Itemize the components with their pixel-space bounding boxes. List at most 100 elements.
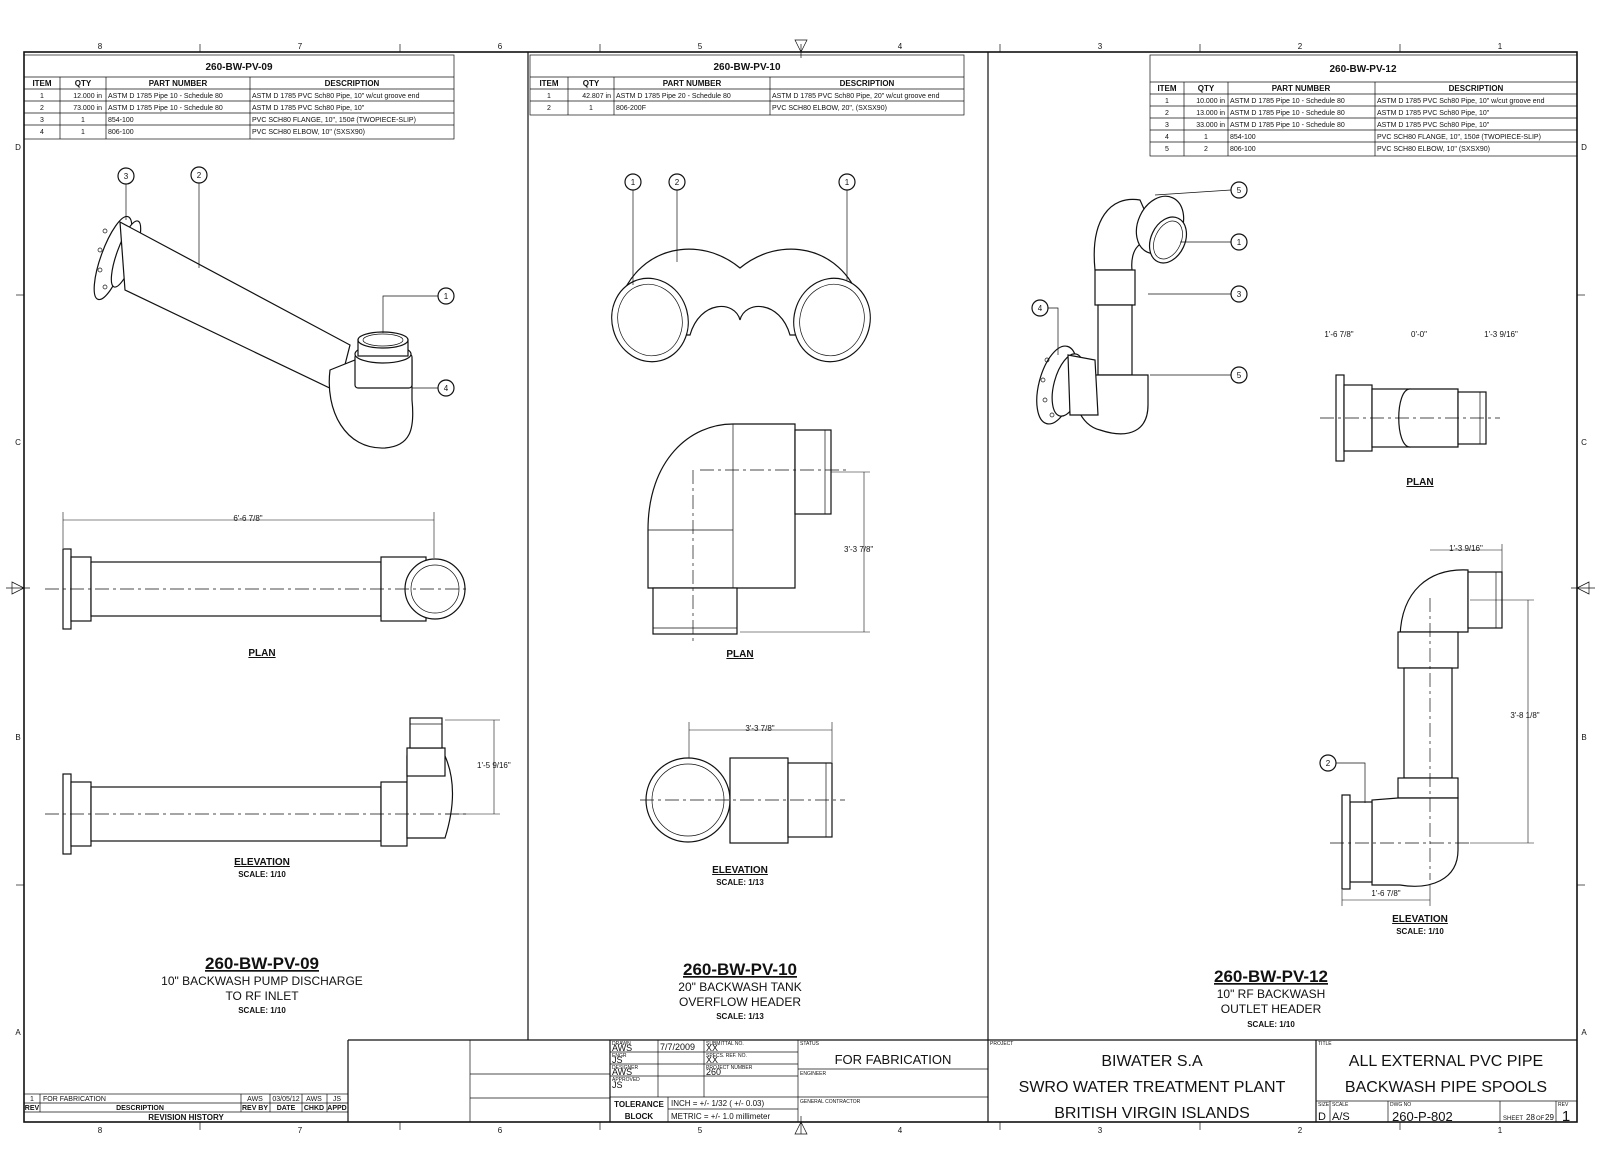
tb-value: 7/7/2009 bbox=[660, 1042, 695, 1052]
bom-cell: 10.000 in bbox=[1196, 98, 1225, 105]
col-label: 7 bbox=[298, 1126, 303, 1135]
tb-value: XX bbox=[706, 1055, 718, 1065]
tb-label: REV bbox=[1558, 1102, 1569, 1108]
view-label: ELEVATION bbox=[234, 857, 290, 868]
row-label: D bbox=[15, 143, 21, 152]
bom-cell: 3 bbox=[1165, 122, 1169, 129]
bom-header-part: PART NUMBER bbox=[149, 79, 208, 88]
title-block: DRAWN AWS 7/7/2009 ENGR JS DESIGNER AWS … bbox=[347, 1039, 1577, 1125]
spool-scale: SCALE: 1/10 bbox=[1247, 1020, 1295, 1029]
project-line: SWRO WATER TREATMENT PLANT bbox=[1019, 1079, 1286, 1096]
pv09-plan-view: 6'-6 7/8" PLAN bbox=[45, 512, 470, 659]
tb-label: SCALE bbox=[1332, 1102, 1349, 1108]
project-line: BRITISH VIRGIN ISLANDS bbox=[1054, 1105, 1250, 1122]
rev-header: DATE bbox=[277, 1105, 296, 1112]
tb-label: ENGR bbox=[612, 1053, 627, 1059]
bom-cell: ASTM D 1785 PVC Sch80 Pipe, 10" bbox=[252, 105, 365, 112]
bom-cell: 33.000 in bbox=[1196, 122, 1225, 129]
bom-cell: 2 bbox=[547, 105, 551, 112]
rev-cell: JS bbox=[333, 1096, 342, 1103]
column-markers: 8 7 6 5 4 3 2 1 8 7 6 5 4 3 2 1 bbox=[6, 39, 1595, 1135]
bom-header-desc: DESCRIPTION bbox=[840, 79, 895, 88]
spool-subtitle: TO RF INLET bbox=[225, 989, 299, 1003]
tb-value: JS bbox=[612, 1080, 623, 1090]
bom-cell: 3 bbox=[40, 117, 44, 124]
col-label: 7 bbox=[298, 42, 303, 51]
tb-value: AWS bbox=[612, 1043, 632, 1053]
rev-number: 1 bbox=[1562, 1108, 1570, 1125]
tol-metric: METRIC = +/- 1.0 millimeter bbox=[671, 1112, 770, 1121]
spool-subtitle: 10" RF BACKWASH bbox=[1217, 987, 1326, 1001]
pv09-balloons: 3 2 1 4 bbox=[117, 166, 455, 397]
bom-cell: PVC SCH80 ELBOW, 10" (SXSX90) bbox=[252, 129, 365, 136]
pv12-balloons: 5 1 3 4 5 bbox=[1031, 181, 1248, 384]
sheet-total: 29 bbox=[1545, 1113, 1554, 1122]
tb-size: D bbox=[1318, 1111, 1326, 1123]
bom-cell: ASTM D 1785 PVC Sch80 Pipe, 20" w/cut gr… bbox=[772, 93, 940, 100]
spool-title: 260-BW-PV-12 bbox=[1214, 967, 1328, 986]
rev-cell: FOR FABRICATION bbox=[43, 1096, 106, 1103]
bom-title: 260-BW-PV-09 bbox=[205, 62, 272, 73]
tb-label: DRAWN bbox=[612, 1041, 631, 1047]
col-label: 1 bbox=[1498, 42, 1503, 51]
dim-label: 3'-3 7/8" bbox=[745, 724, 774, 733]
spool-title: 260-BW-PV-09 bbox=[205, 954, 319, 973]
bom-cell: 1 bbox=[40, 93, 44, 100]
dim-label: 6'-6 7/8" bbox=[233, 514, 262, 523]
balloon-label: 5 bbox=[1237, 371, 1242, 380]
balloon-label: 1 bbox=[444, 292, 449, 301]
bom-cell: 1 bbox=[81, 117, 85, 124]
revision-history: 1 FOR FABRICATION AWS 03/05/12 AWS JS RE… bbox=[23, 1093, 349, 1123]
tb-label: SUBMITTAL NO. bbox=[706, 1041, 744, 1047]
drawing-title: BACKWASH PIPE SPOOLS bbox=[1345, 1079, 1547, 1096]
bom-cell: PVC SCH80 FLANGE, 10", 150# (TWOPIECE-SL… bbox=[1377, 134, 1541, 141]
tb-label: ENGINEER bbox=[800, 1071, 827, 1077]
rev-header: REV bbox=[25, 1105, 40, 1112]
bom-cell: 12.000 in bbox=[73, 93, 102, 100]
bom-cell: ASTM D 1785 Pipe 10 - Schedule 80 bbox=[108, 93, 223, 100]
row-label: C bbox=[1581, 438, 1587, 447]
bom-cell: 854-100 bbox=[108, 117, 134, 124]
tol-label: TOLERANCE bbox=[614, 1100, 664, 1109]
bom-cell: 42.807 in bbox=[582, 93, 611, 100]
bom-header-qty: QTY bbox=[75, 79, 92, 88]
bom-cell: 73.000 in bbox=[73, 105, 102, 112]
balloon-label: 2 bbox=[197, 171, 202, 180]
tb-label: TITLE bbox=[1318, 1041, 1332, 1047]
pv10-elevation-view: 3'-3 7/8" ELEVATION SCALE: 1/13 bbox=[640, 722, 845, 887]
bom-cell: 2 bbox=[40, 105, 44, 112]
tol-inch: INCH = +/- 1/32 ( +/- 0.03) bbox=[671, 1099, 764, 1108]
bom-cell: 4 bbox=[40, 129, 44, 136]
bom-cell: 1 bbox=[589, 105, 593, 112]
rev-header: APPD bbox=[327, 1105, 346, 1112]
dim-label: 1'-6 7/8" bbox=[1371, 889, 1400, 898]
col-label: 3 bbox=[1098, 1126, 1103, 1135]
rev-cell: AWS bbox=[247, 1096, 263, 1103]
tb-scale: A/S bbox=[1332, 1111, 1350, 1123]
view-scale: SCALE: 1/13 bbox=[716, 878, 764, 887]
col-label: 2 bbox=[1298, 42, 1303, 51]
rev-header: DESCRIPTION bbox=[116, 1105, 164, 1112]
tb-label: PROJECT NUMBER bbox=[706, 1065, 753, 1071]
spool-subtitle: OUTLET HEADER bbox=[1221, 1002, 1322, 1016]
bom-header-item: ITEM bbox=[539, 79, 558, 88]
pv09-elevation-view: 1'-5 9/16" ELEVATION SCALE: 1/10 bbox=[45, 717, 511, 879]
view-label: PLAN bbox=[726, 649, 753, 660]
balloon-label: 3 bbox=[1237, 290, 1242, 299]
bom-cell: ASTM D 1785 Pipe 10 - Schedule 80 bbox=[108, 105, 223, 112]
bom-cell: 1 bbox=[1204, 134, 1208, 141]
balloon-label: 3 bbox=[124, 172, 129, 181]
col-label: 5 bbox=[698, 1126, 703, 1135]
bom-header-item: ITEM bbox=[1157, 84, 1176, 93]
view-scale: SCALE: 1/10 bbox=[1396, 927, 1444, 936]
row-label: D bbox=[1581, 143, 1587, 152]
dim-label: 3'-8 1/8" bbox=[1510, 711, 1539, 720]
row-label: C bbox=[15, 438, 21, 447]
dwg-number: 260-P-802 bbox=[1392, 1109, 1453, 1124]
bom-header-part: PART NUMBER bbox=[663, 79, 722, 88]
bom-cell: ASTM D 1785 PVC Sch80 Pipe, 10" w/cut gr… bbox=[1377, 98, 1545, 105]
balloon-label: 2 bbox=[1326, 759, 1331, 768]
pv10-balloons: 1 2 1 bbox=[624, 173, 856, 285]
balloon-label: 1 bbox=[1237, 238, 1242, 247]
